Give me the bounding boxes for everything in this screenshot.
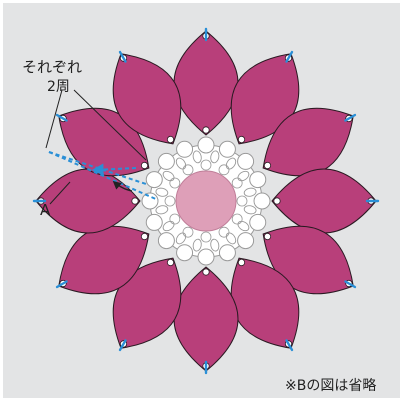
lace-scallop	[158, 233, 174, 249]
lace-scallop	[198, 249, 214, 265]
petal-shape	[272, 169, 376, 233]
center-disc	[176, 171, 236, 231]
petal	[174, 29, 238, 135]
lace-scallop	[198, 137, 214, 153]
petal	[174, 267, 238, 373]
lace-scallop	[158, 153, 174, 169]
petal-shape	[174, 267, 238, 371]
lace-scallop	[177, 245, 193, 261]
note-b-omitted: ※Bの図は省略	[285, 375, 376, 395]
lace-scallop	[254, 193, 270, 209]
lace-scallop	[177, 141, 193, 157]
lace-scallop	[146, 214, 162, 230]
petal-hole-inner	[132, 198, 138, 204]
lace-scallop	[238, 153, 254, 169]
lace-scallop	[146, 172, 162, 188]
lace-scallop	[238, 233, 254, 249]
petal-hole-inner	[203, 127, 209, 133]
label-each: それぞれ	[22, 56, 82, 77]
label-a: A	[40, 201, 50, 219]
petal	[272, 169, 378, 233]
petal-hole-inner	[203, 269, 209, 275]
petal-shape	[36, 169, 140, 233]
lace-scallop	[250, 214, 266, 230]
label-two-laps: 2周	[47, 76, 70, 96]
petal-shape	[174, 31, 238, 135]
lace-scallop	[142, 193, 158, 209]
petal-hole-inner	[274, 198, 280, 204]
lace-scallop	[219, 245, 235, 261]
lace-scallop	[219, 141, 235, 157]
lace-scallop	[250, 172, 266, 188]
